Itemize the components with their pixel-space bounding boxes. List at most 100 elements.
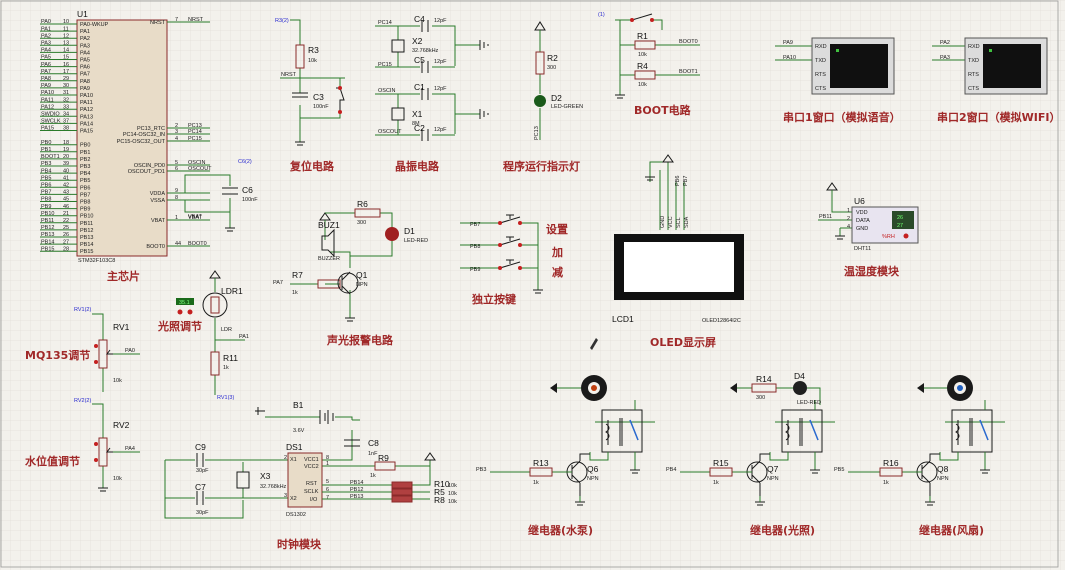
rv1-up-button[interactable]: [94, 344, 98, 348]
relay2-coil[interactable]: [781, 409, 823, 453]
rv1-down-button[interactable]: [94, 360, 98, 364]
crystal-circuit[interactable]: PC14 PC15 C4 12pF C5 12pF X2 32.768kHz O…: [375, 14, 489, 141]
ds1-io: I/O: [310, 497, 318, 503]
r15-resistor[interactable]: [709, 467, 733, 477]
x1-val: 8M: [412, 121, 420, 127]
d1-led[interactable]: [385, 227, 399, 241]
rv2-up-button[interactable]: [94, 442, 98, 446]
keys-circuit[interactable]: PB7 PB8 PB9: [460, 214, 543, 294]
r9-val: 1k: [370, 473, 376, 479]
q7-val: NPN: [767, 476, 779, 482]
r9-ref: R9: [378, 453, 389, 463]
ldr-up-button[interactable]: [187, 309, 193, 315]
ds1-x2: X2: [290, 496, 297, 502]
relay1-coil[interactable]: [601, 409, 643, 453]
c6-capacitor[interactable]: [222, 187, 238, 195]
uart2-net-pa2: PA2: [940, 40, 950, 46]
buzzer-circuit[interactable]: R6 300 D1 LED-RED BUZ1 BUZZER R7 1k PA7 …: [273, 199, 428, 322]
uart1-screen: [830, 44, 888, 88]
q1-transistor[interactable]: [337, 272, 359, 294]
dht11-sensor[interactable]: PB11 1 2 4 U6 VDD DATA GND 26 27 %RH DHT…: [818, 182, 919, 252]
mcu-body[interactable]: [76, 19, 168, 257]
ds1302-chip[interactable]: [287, 452, 323, 508]
r7-val: 1k: [292, 290, 298, 296]
mcu-left-net: PA5: [41, 55, 51, 61]
mcu-left-num: 20: [63, 154, 69, 160]
mcu-left-num: 41: [63, 175, 69, 181]
r13-resistor[interactable]: [529, 467, 553, 477]
mcu-left-inner: PA1: [80, 29, 90, 35]
boot-circuit[interactable]: (1) R1 10k R4 10k BOOT0 BOOT1: [598, 12, 700, 99]
r4-resistor[interactable]: [634, 70, 656, 80]
rv2-down-button[interactable]: [94, 458, 98, 462]
mcu-left-inner: PA2: [80, 36, 90, 42]
d4-val: LED-RED: [797, 400, 821, 406]
uart1-terminal[interactable]: PA9 PA10 RXD TXD RTS CTS: [775, 37, 895, 95]
c2-ref: C2: [414, 123, 425, 133]
d4-led[interactable]: [793, 381, 807, 395]
uart2-terminal[interactable]: PA2 PA3 RXD TXD RTS CTS: [932, 37, 1048, 95]
vbat-net: VBAT: [188, 214, 203, 220]
ds1-rst: RST: [306, 481, 318, 487]
mcu-right-net: PC13: [188, 123, 202, 129]
mcu-left-net: PB15: [41, 246, 54, 252]
ds1-pin5: 5: [326, 479, 329, 485]
c8-capacitor[interactable]: [344, 439, 360, 447]
clock-circuit[interactable]: B1 3.6V C8 1nF R9 1k C9 30pF C7 30pF X3 …: [164, 400, 457, 519]
oled-display[interactable]: PB6 PB7 GND VCC SCL SDA LCD1 OLED12864I2…: [612, 154, 744, 324]
mcu-right-pin: NRST: [150, 20, 166, 26]
key-plus-button[interactable]: [498, 236, 522, 247]
r11-resistor[interactable]: [210, 351, 220, 376]
r3-resistor[interactable]: [295, 44, 305, 69]
buzzer-icon[interactable]: [321, 228, 335, 258]
x3-crystal[interactable]: [236, 471, 250, 489]
b1-battery[interactable]: [319, 410, 334, 424]
c3-capacitor[interactable]: [292, 92, 308, 98]
relay3-coil[interactable]: [951, 409, 993, 453]
buz-val: BUZZER: [318, 256, 340, 262]
rv1-potentiometer[interactable]: RV1(2) RV1 PA0 10k: [74, 307, 140, 392]
r6-resistor[interactable]: [354, 208, 381, 218]
mcu-left-net: SWCLK: [41, 119, 61, 125]
c6-circuit[interactable]: C6(2) C6 100nF VBAT: [167, 159, 258, 232]
relay3-load-fan[interactable]: [917, 375, 973, 401]
q8-ref: Q8: [937, 464, 949, 474]
mcu-left-inner: PB6: [80, 185, 90, 191]
reset-circuit[interactable]: R3(2) R3 10k NRST C3 100nF: [275, 18, 345, 146]
mcu-left-num: 27: [63, 239, 69, 245]
run-led-circuit[interactable]: R2 300 D2 LED-GREEN PC13: [534, 21, 583, 140]
label-temp: 温湿度模块: [844, 264, 900, 278]
key-set-button[interactable]: [498, 214, 522, 225]
mcu-left-net: SWDIO: [41, 112, 60, 118]
relay1-load-motor[interactable]: [550, 375, 607, 401]
uart2-cts: CTS: [968, 86, 979, 92]
r14-resistor[interactable]: [751, 383, 777, 393]
c9-val: 30pF: [196, 468, 209, 474]
r1-resistor[interactable]: [634, 40, 656, 50]
ldr-ref: LDR1: [221, 286, 243, 296]
ldr-down-button[interactable]: [177, 309, 183, 315]
rv2-potentiometer[interactable]: RV2(2) RV2 PA4 10k: [74, 398, 140, 492]
r9-resistor[interactable]: [374, 461, 396, 471]
mcu-left-num: 12: [63, 33, 69, 39]
mcu-left-num: 22: [63, 218, 69, 224]
mcu-left-net: PB12: [41, 225, 54, 231]
ldr-sensor[interactable]: [202, 292, 228, 318]
r2-resistor[interactable]: [535, 51, 545, 75]
mcu-left-net: PA6: [41, 62, 51, 68]
ldr-circuit[interactable]: LDR1 LDR 35.1 PA1 R11 1k RV1(3): [176, 270, 249, 401]
r7-resistor[interactable]: [317, 279, 341, 289]
key-minus-button[interactable]: [498, 259, 522, 270]
lcd-part: OLED12864I2C: [702, 318, 741, 324]
r14-val: 300: [756, 395, 765, 401]
r16-resistor[interactable]: [879, 467, 903, 477]
mcu-left-net: PA0: [41, 19, 51, 25]
boot-switch[interactable]: [631, 13, 653, 21]
d2-led[interactable]: [534, 95, 546, 107]
relay2-led-load[interactable]: R14 300 D4 LED-RED: [730, 371, 821, 406]
